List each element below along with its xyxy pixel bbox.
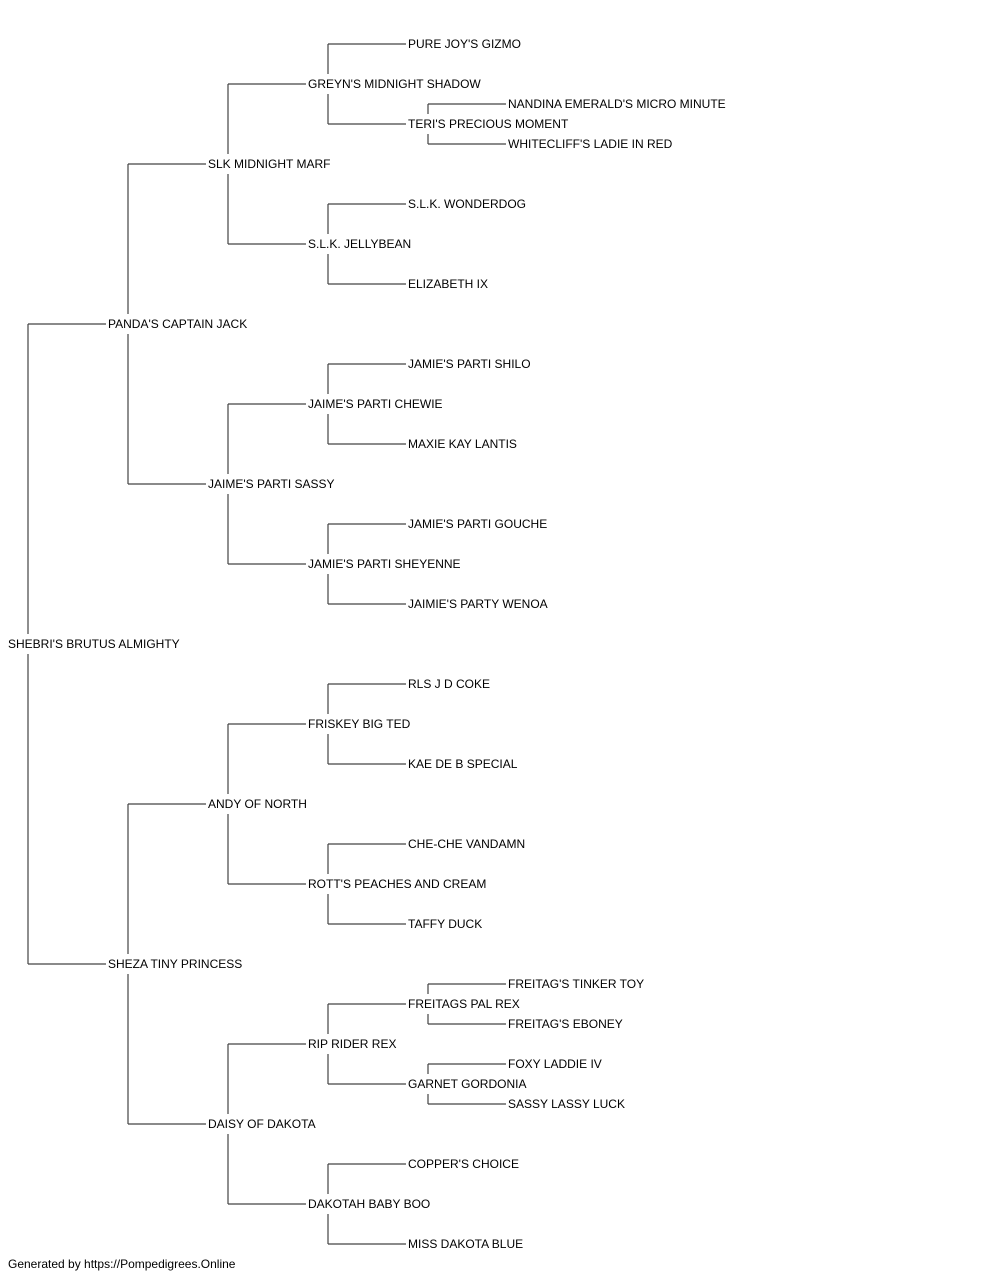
dog-name-gen4: ELIZABETH IX (408, 277, 488, 291)
dog-name-gen4: MISS DAKOTA BLUE (408, 1237, 523, 1251)
dog-name-gen4: RLS J D COKE (408, 677, 490, 691)
dog-name-gen5: SASSY LASSY LUCK (508, 1097, 625, 1111)
dog-name-gen4: S.L.K. WONDERDOG (408, 197, 526, 211)
dog-name-gen4: KAE DE B SPECIAL (408, 757, 518, 771)
dog-name-gen3: S.L.K. JELLYBEAN (308, 237, 411, 251)
dog-name-gen4: FREITAGS PAL REX (408, 997, 520, 1011)
generated-by-footer: Generated by https://Pompedigrees.Online (8, 1257, 236, 1271)
dog-name-gen5: NANDINA EMERALD'S MICRO MINUTE (508, 97, 726, 111)
dog-name-gen3: RIP RIDER REX (308, 1037, 396, 1051)
dog-name-gen2: ANDY OF NORTH (208, 797, 307, 811)
dog-name-gen0: SHEBRI'S BRUTUS ALMIGHTY (8, 637, 180, 651)
dog-name-gen3: JAMIE'S PARTI SHEYENNE (308, 557, 461, 571)
dog-name-gen4: TAFFY DUCK (408, 917, 482, 931)
dog-name-gen3: FRISKEY BIG TED (308, 717, 411, 731)
dog-name-gen4: TERI'S PRECIOUS MOMENT (408, 117, 569, 131)
dog-name-gen3: ROTT'S PEACHES AND CREAM (308, 877, 486, 891)
dog-name-gen4: GARNET GORDONIA (408, 1077, 526, 1091)
pedigree-labels: SHEBRI'S BRUTUS ALMIGHTY PANDA'S CAPTAIN … (8, 37, 726, 1251)
dog-name-gen4: MAXIE KAY LANTIS (408, 437, 517, 451)
dog-name-gen5: FOXY LADDIE IV (508, 1057, 602, 1071)
dog-name-gen4: JAMIE'S PARTI SHILO (408, 357, 531, 371)
dog-name-gen4: CHE-CHE VANDAMN (408, 837, 525, 851)
dog-name-gen4: JAIMIE'S PARTY WENOA (408, 597, 548, 611)
dog-name-gen1: PANDA'S CAPTAIN JACK (108, 317, 247, 331)
dog-name-gen2: DAISY OF DAKOTA (208, 1117, 316, 1131)
dog-name-gen3: DAKOTAH BABY BOO (308, 1197, 430, 1211)
dog-name-gen4: PURE JOY'S GIZMO (408, 37, 521, 51)
dog-name-gen3: JAIME'S PARTI CHEWIE (308, 397, 443, 411)
pedigree-connectors (27, 43, 506, 1245)
dog-name-gen5: FREITAG'S TINKER TOY (508, 977, 644, 991)
dog-name-gen1: SHEZA TINY PRINCESS (108, 957, 242, 971)
dog-name-gen2: JAIME'S PARTI SASSY (208, 477, 335, 491)
dog-name-gen5: FREITAG'S EBONEY (508, 1017, 623, 1031)
dog-name-gen5: WHITECLIFF'S LADIE IN RED (508, 137, 673, 151)
dog-name-gen4: COPPER'S CHOICE (408, 1157, 519, 1171)
dog-name-gen3: GREYN'S MIDNIGHT SHADOW (308, 77, 481, 91)
dog-name-gen4: JAMIE'S PARTI GOUCHE (408, 517, 547, 531)
dog-name-gen2: SLK MIDNIGHT MARF (208, 157, 330, 171)
